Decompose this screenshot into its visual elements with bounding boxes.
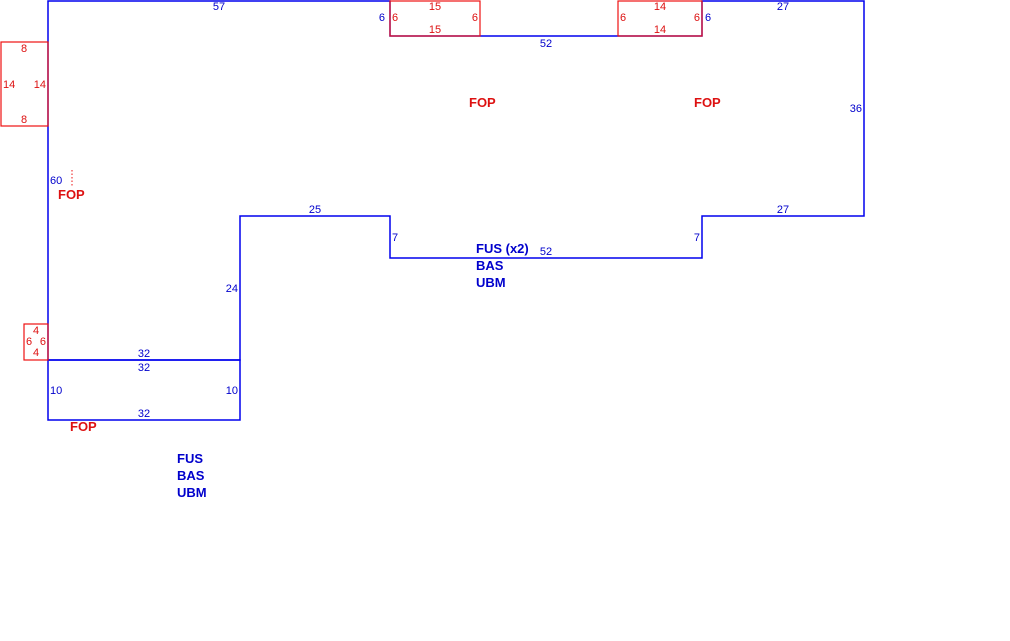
dim-step-left: 25	[309, 204, 321, 216]
dim-bump-bottom: 52	[540, 246, 552, 258]
material-label: UBM	[177, 485, 207, 500]
cutout-dim: 14	[3, 79, 15, 91]
small-dim-left: 10	[50, 385, 62, 397]
material-label: UBM	[476, 275, 506, 290]
cutout-left	[0, 41, 49, 127]
dim-notch-bottom: 52	[540, 38, 552, 50]
dim-bottom: 32	[138, 348, 150, 360]
cutout-dim: 4	[33, 347, 39, 359]
dim-bump-right: 7	[694, 232, 700, 244]
cutout-dim: 14	[34, 79, 46, 91]
cutout-dim: 15	[429, 24, 441, 36]
material-label: BAS	[476, 258, 504, 273]
dim-notch-right: 6	[705, 12, 711, 24]
cutout-dim: 14	[654, 24, 666, 36]
cutout-dim: 14	[654, 1, 666, 13]
cutout-top-left	[389, 0, 481, 37]
fop-label: FOP	[58, 187, 85, 202]
cutout-dim: 6	[694, 12, 700, 24]
dim-top-right: 27	[777, 1, 789, 13]
fop-label: FOP	[694, 95, 721, 110]
fop-label: FOP	[70, 419, 97, 434]
fop-label: FOP	[469, 95, 496, 110]
cutout-small	[23, 323, 49, 361]
cutout-dim: 6	[472, 12, 478, 24]
small-dim-bottom: 32	[138, 408, 150, 420]
dim-right: 36	[850, 103, 862, 115]
cutout-dim: 6	[392, 12, 398, 24]
cutout-dim: 8	[21, 114, 27, 126]
dim-inner-left: 24	[226, 283, 238, 295]
material-label: BAS	[177, 468, 205, 483]
dim-step-right: 27	[777, 204, 789, 216]
cutout-dim: 6	[26, 336, 32, 348]
small-piece-outline	[47, 359, 241, 421]
cutout-dim: 8	[21, 43, 27, 55]
dim-left: 60	[50, 175, 62, 187]
main-piece-outline	[47, 0, 865, 361]
cutout-top-right	[617, 0, 703, 37]
material-label: FUS (x2)	[476, 241, 529, 256]
cutout-dim: 4	[33, 325, 39, 337]
small-dim-right: 10	[226, 385, 238, 397]
dim-bump-left: 7	[392, 232, 398, 244]
small-dim-top: 32	[138, 362, 150, 374]
material-label: FUS	[177, 451, 203, 466]
dim-notch-left: 6	[379, 12, 385, 24]
dim-top-left: 57	[213, 1, 225, 13]
cutout-dim: 15	[429, 1, 441, 13]
cutout-dim: 6	[40, 336, 46, 348]
cutout-dim: 6	[620, 12, 626, 24]
